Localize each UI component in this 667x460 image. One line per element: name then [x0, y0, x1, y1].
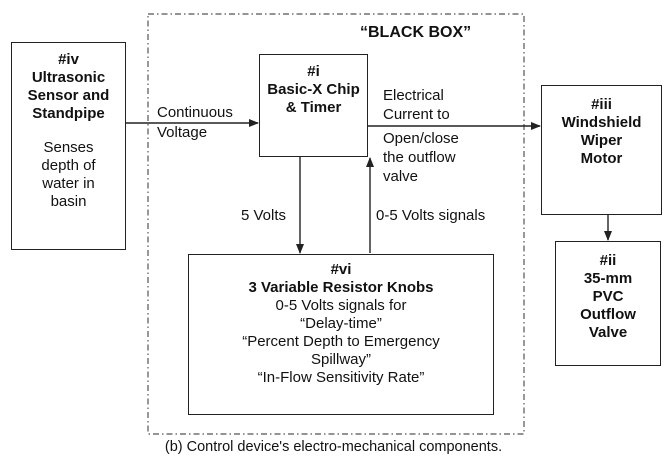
electrical-label-line3: Open/close: [383, 130, 459, 147]
five-volts-label: 5 Volts: [241, 207, 287, 224]
motor-box: #iii Windshield Wiper Motor: [541, 85, 662, 215]
sensor-id: #iv: [58, 51, 79, 68]
knobs-box: #vi 3 Variable Resistor Knobs 0-5 Volts …: [188, 254, 494, 415]
valve-box: #ii 35-mm PVC Outflow Valve: [555, 241, 661, 366]
valve-name-line4: Valve: [588, 324, 628, 341]
knobs-line2: “Delay-time”: [300, 315, 382, 332]
knobs-id: #vi: [330, 261, 352, 278]
chip-name-line1: Basic-X Chip: [267, 81, 360, 98]
chip-box: #i Basic-X Chip & Timer: [259, 54, 368, 157]
black-box-title: “BLACK BOX”: [360, 24, 472, 41]
chip-id: #i: [307, 63, 320, 80]
sensor-desc-line3: water in: [42, 175, 95, 192]
sensor-name-line2: Sensor and: [27, 87, 110, 104]
continuous-label-line2: Voltage: [157, 124, 208, 141]
sensor-name-line3: Standpipe: [32, 105, 105, 122]
motor-name-line2: Wiper: [580, 132, 623, 149]
figure-caption: (b) Control device's electro-mechanical …: [164, 439, 503, 455]
valve-name-line2: PVC: [592, 288, 624, 305]
sensor-box: #iv Ultrasonic Sensor and Standpipe Sens…: [11, 42, 126, 250]
sensor-desc-line4: basin: [50, 193, 87, 210]
valve-id: #ii: [599, 252, 617, 269]
black-box-border: [147, 13, 525, 435]
continuous-label-line1: Continuous: [157, 104, 233, 121]
valve-name-line1: 35-mm: [583, 270, 633, 287]
knobs-line5: “In-Flow Sensitivity Rate”: [257, 369, 425, 386]
motor-name-line3: Motor: [580, 150, 623, 167]
knobs-line4: Spillway”: [310, 351, 371, 368]
electrical-label-line2: Current to: [383, 106, 450, 123]
knobs-name: 3 Variable Resistor Knobs: [248, 279, 434, 296]
electrical-label-line5: valve: [383, 168, 419, 185]
sensor-desc-line2: depth of: [41, 157, 96, 174]
sensor-desc-line1: Senses: [43, 139, 94, 156]
electrical-label-line4: the outflow: [383, 149, 456, 166]
motor-id: #iii: [591, 96, 612, 113]
valve-name-line3: Outflow: [580, 306, 636, 323]
motor-name-line1: Windshield: [561, 114, 642, 131]
knobs-line1: 0-5 Volts signals for: [275, 297, 407, 314]
electrical-label-line1: Electrical: [383, 87, 444, 104]
signals-label: 0-5 Volts signals: [376, 207, 486, 224]
knobs-line3: “Percent Depth to Emergency: [242, 333, 440, 350]
sensor-name-line1: Ultrasonic: [31, 69, 106, 86]
chip-name-line2: & Timer: [285, 99, 342, 116]
